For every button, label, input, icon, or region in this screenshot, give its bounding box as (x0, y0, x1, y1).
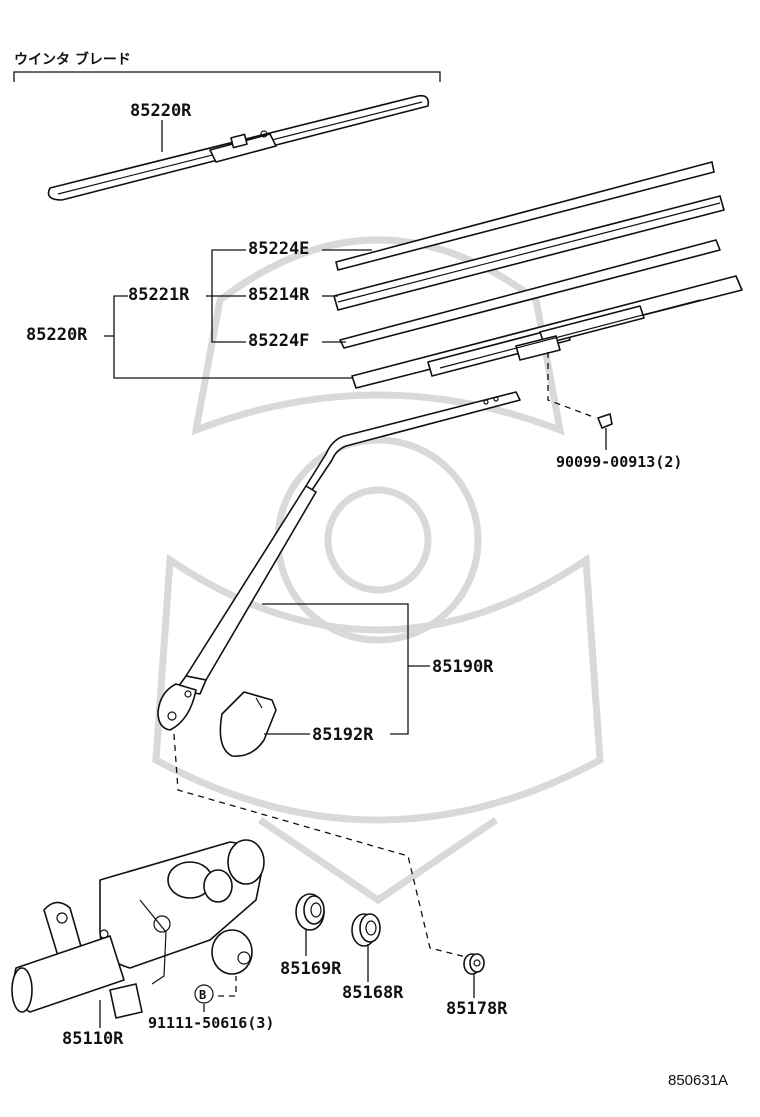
bush-illustration (351, 913, 381, 947)
part-label-blade-assembly: 85220R (26, 325, 88, 345)
rubber-strip (333, 195, 725, 311)
bolt-marker-circle (194, 984, 214, 1004)
part-label-motor: 85110R (62, 1029, 124, 1049)
part-label-rubber-e: 85224E (248, 239, 309, 259)
rubber-strip-f (339, 239, 721, 349)
part-label-cover: 85192R (312, 725, 374, 745)
part-label-rubber-f: 85224F (248, 331, 309, 351)
screw-illustration (597, 413, 613, 450)
cushion-illustration (295, 893, 325, 931)
header-bracket (13, 71, 441, 82)
part-label-bush: 85168R (342, 983, 404, 1003)
part-label-arm: 85190R (432, 657, 494, 677)
winter-blade-illustration (47, 94, 430, 201)
part-label-winter-blade: 85220R (130, 101, 192, 121)
part-label-blade-sub: 85221R (128, 285, 190, 305)
blade-assembly-illustration (351, 275, 743, 389)
rubber-strip-e (335, 161, 715, 271)
arm-cover-illustration (219, 691, 277, 757)
part-label-nut: 85178R (446, 999, 508, 1019)
wiper-motor-illustration (11, 839, 265, 1019)
part-label-rubber: 85214R (248, 285, 310, 305)
nut-illustration (463, 953, 485, 975)
bolt-marker: B (199, 988, 206, 1002)
part-label-screw: 90099-00913(2) (556, 453, 682, 471)
diagram-code: 850631A (668, 1072, 728, 1089)
wiper-arm-illustration (157, 391, 521, 731)
header-label: ウインタ ブレード (14, 51, 131, 68)
part-label-cushion: 85169R (280, 959, 342, 979)
part-label-bolt: 91111-50616(3) (148, 1014, 274, 1032)
watermark-emblem (152, 236, 604, 905)
